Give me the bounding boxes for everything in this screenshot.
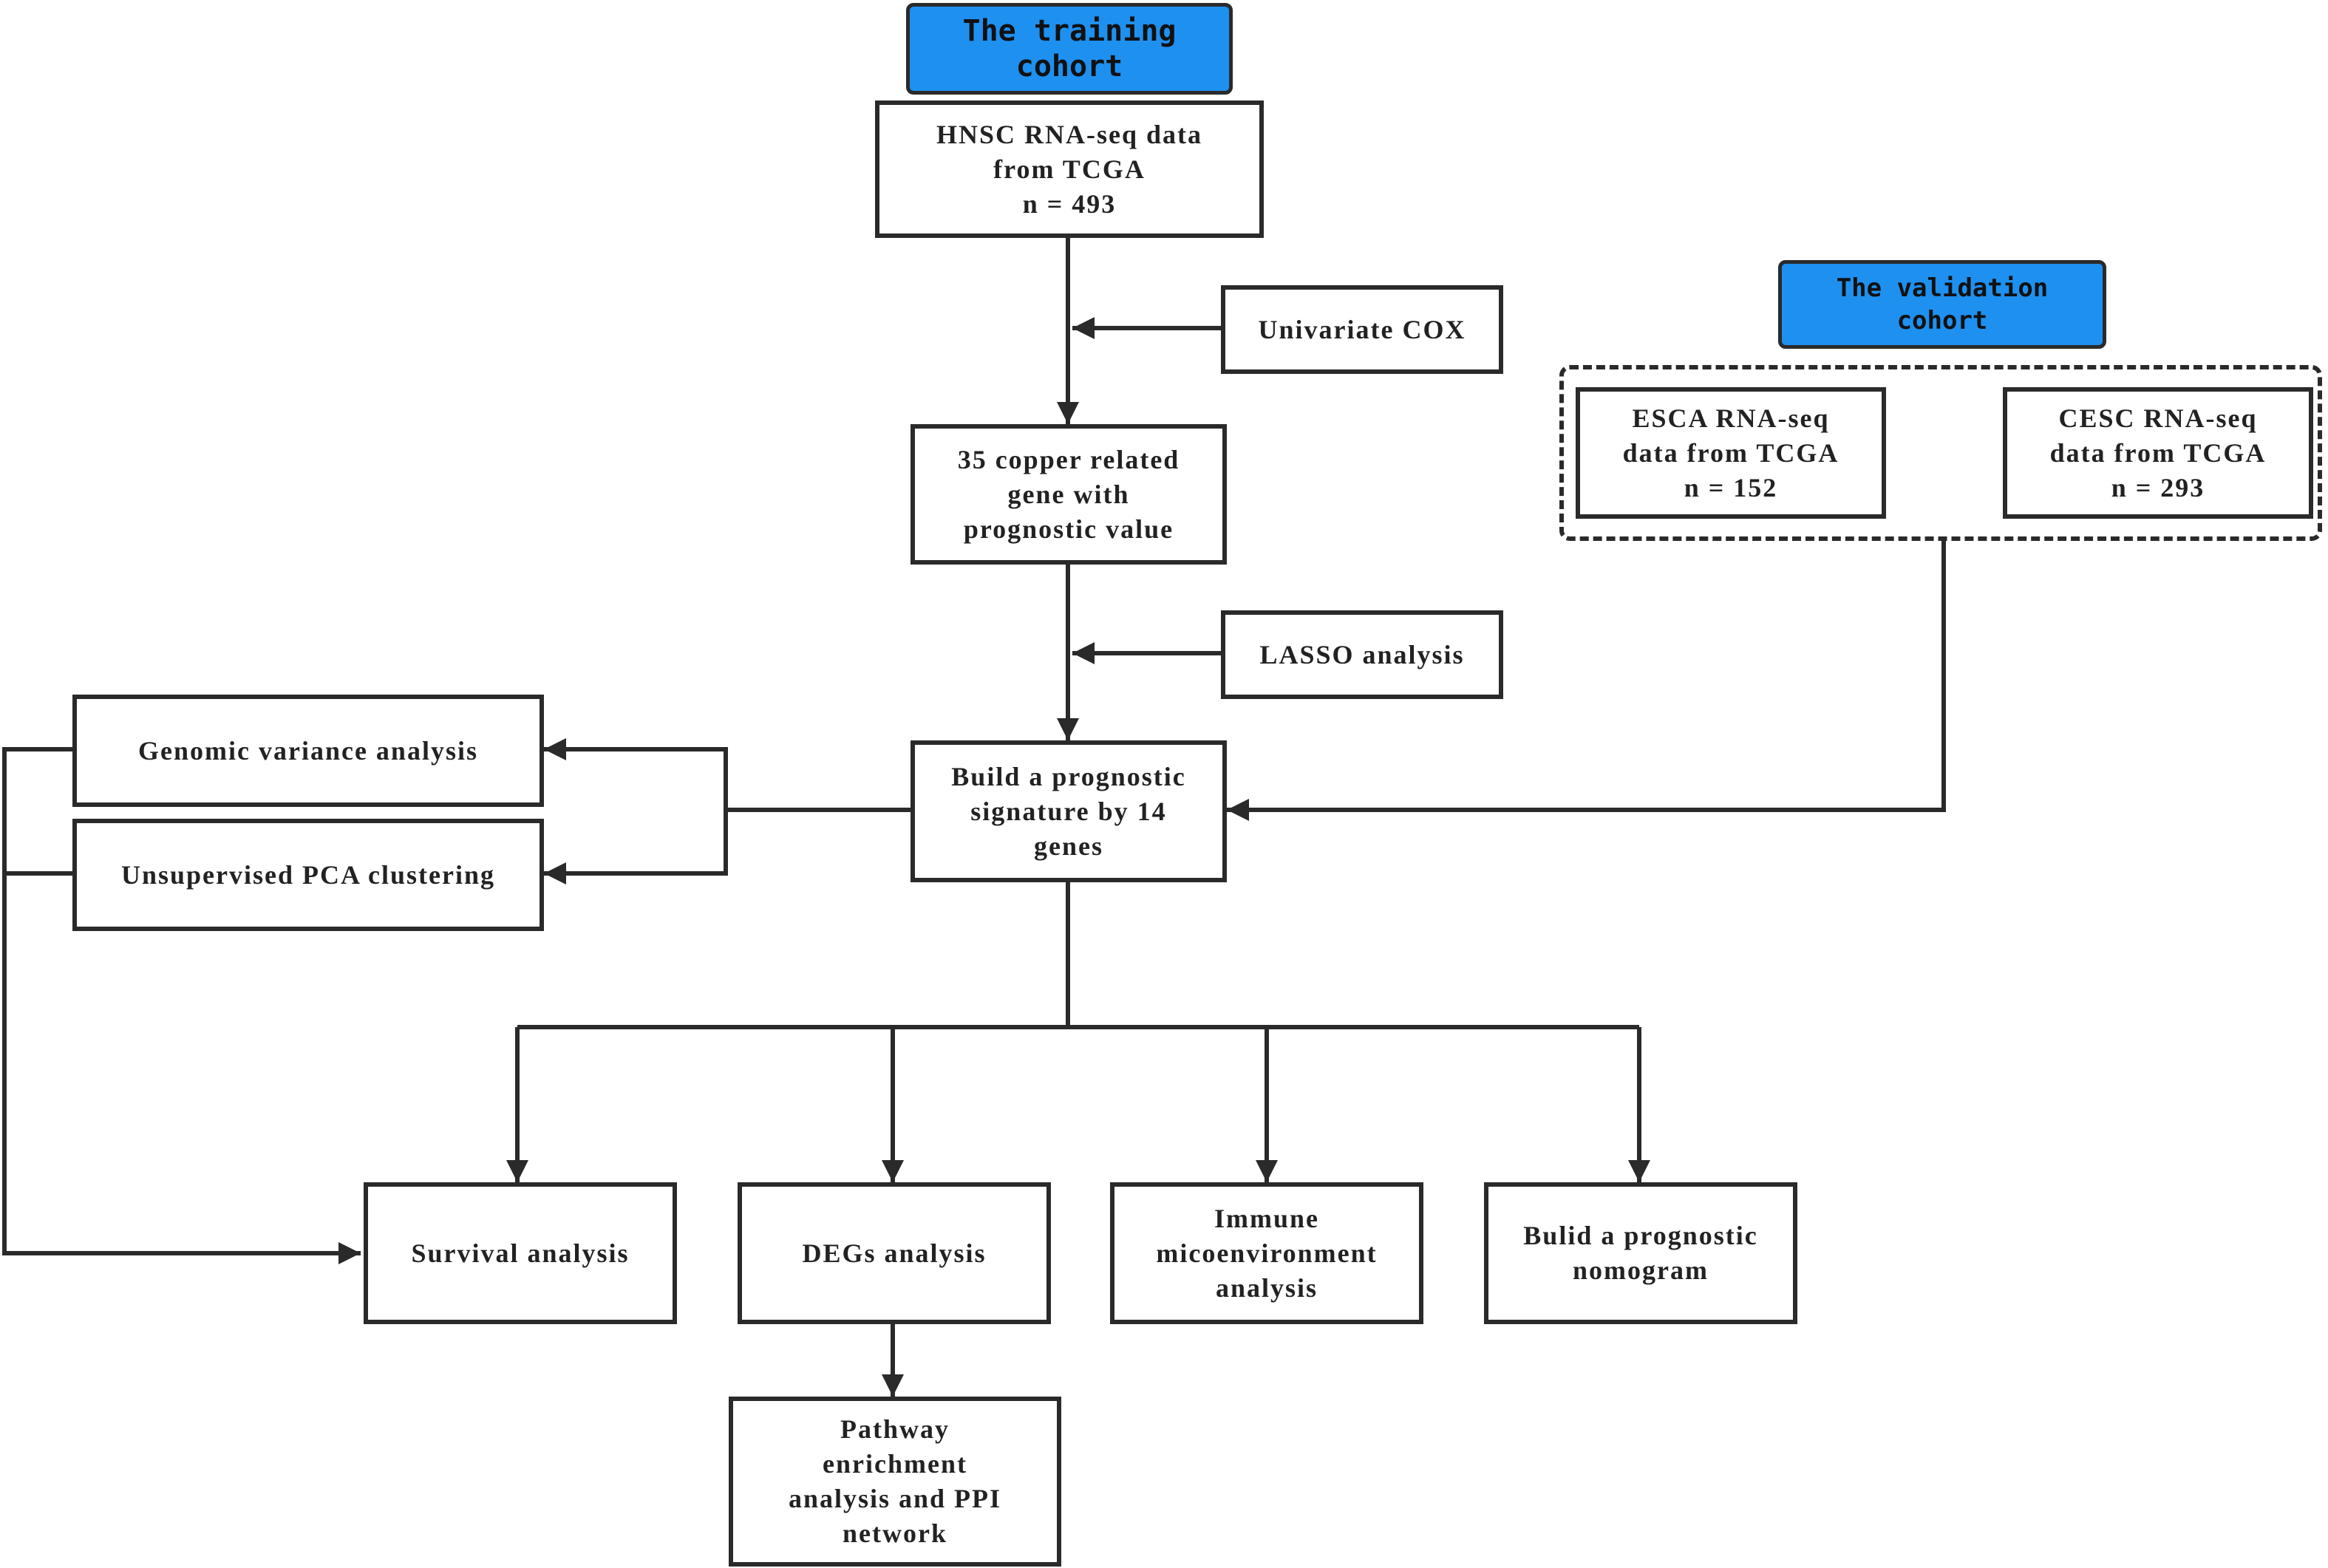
- arrow-left-to-survival: [2, 747, 361, 1264]
- lasso-analysis-box: LASSO analysis: [1221, 610, 1503, 699]
- cesc-data-box: CESC RNA-seq data from TCGA n = 293: [2003, 387, 2313, 519]
- prognostic-nomogram-box: Bulid a prognostic nomogram: [1484, 1182, 1797, 1324]
- copper-genes-box: 35 copper related gene with prognostic v…: [911, 424, 1227, 565]
- immune-microenvironment-box: Immune micoenvironment analysis: [1110, 1182, 1423, 1324]
- prognostic-signature-box: Build a prognostic signature by 14 genes: [911, 740, 1227, 882]
- pca-clustering-box: Unsupervised PCA clustering: [72, 819, 544, 931]
- survival-analysis-box: Survival analysis: [364, 1182, 677, 1324]
- arrow-to-genomic: [544, 738, 728, 873]
- genomic-variance-box: Genomic variance analysis: [72, 695, 544, 807]
- univariate-cox-box: Univariate COX: [1221, 285, 1503, 374]
- arrow-to-pca: [544, 810, 728, 884]
- hnsc-data-box: HNSC RNA-seq data from TCGA n = 493: [875, 100, 1264, 238]
- degs-analysis-box: DEGs analysis: [738, 1182, 1051, 1324]
- training-cohort-label: The training cohort: [906, 3, 1233, 95]
- validation-group-frame: [1559, 365, 2322, 541]
- pathway-enrichment-box: Pathway enrichment analysis and PPI netw…: [729, 1397, 1061, 1567]
- esca-data-box: ESCA RNA-seq data from TCGA n = 152: [1576, 387, 1886, 519]
- validation-cohort-label: The validation cohort: [1778, 260, 2106, 349]
- arrow-validation-to-signature: [1227, 541, 1946, 821]
